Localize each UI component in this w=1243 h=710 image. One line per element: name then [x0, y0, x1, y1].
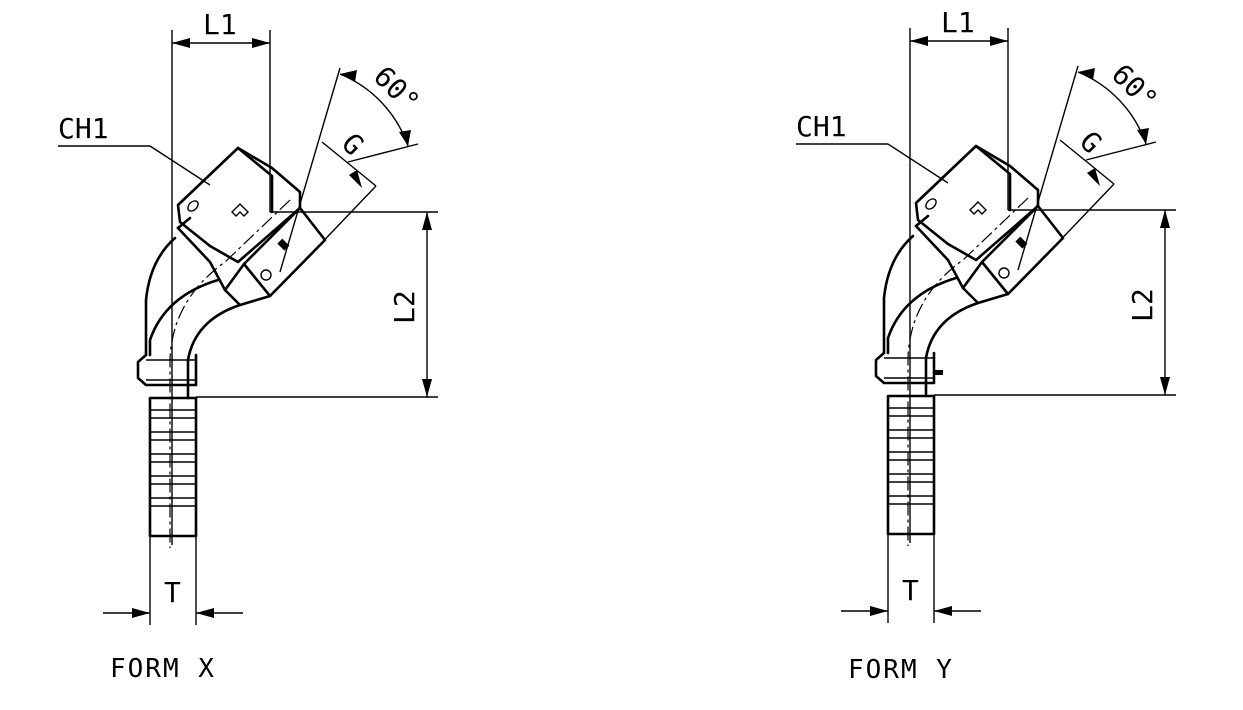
form-y-l1-label: L1	[941, 6, 975, 39]
form-x-l1-label: L1	[203, 8, 237, 41]
form-x-l2-label: L2	[388, 290, 421, 324]
form-x-fitting-geometry	[56, 28, 440, 627]
form-x-ch1-label: CH1	[58, 112, 109, 145]
form-y-drawing: L1 CH1 G 60° L2 T FORM Y	[794, 6, 1178, 685]
form-y-fitting-geometry	[794, 26, 1178, 625]
form-y-angle-label: 60°	[1105, 58, 1164, 117]
form-x-caption: FORM X	[110, 654, 216, 684]
form-y-l2-label: L2	[1126, 288, 1159, 322]
form-x-drawing: L1 CH1 G 60° L2 T FORM X	[56, 8, 440, 684]
form-y-marker	[934, 370, 943, 375]
form-y-t-label: T	[902, 574, 919, 607]
form-x-t-label: T	[164, 576, 181, 609]
form-x-angle-label: 60°	[367, 60, 426, 119]
form-y-caption: FORM Y	[848, 655, 954, 685]
form-y-ch1-label: CH1	[796, 110, 847, 143]
